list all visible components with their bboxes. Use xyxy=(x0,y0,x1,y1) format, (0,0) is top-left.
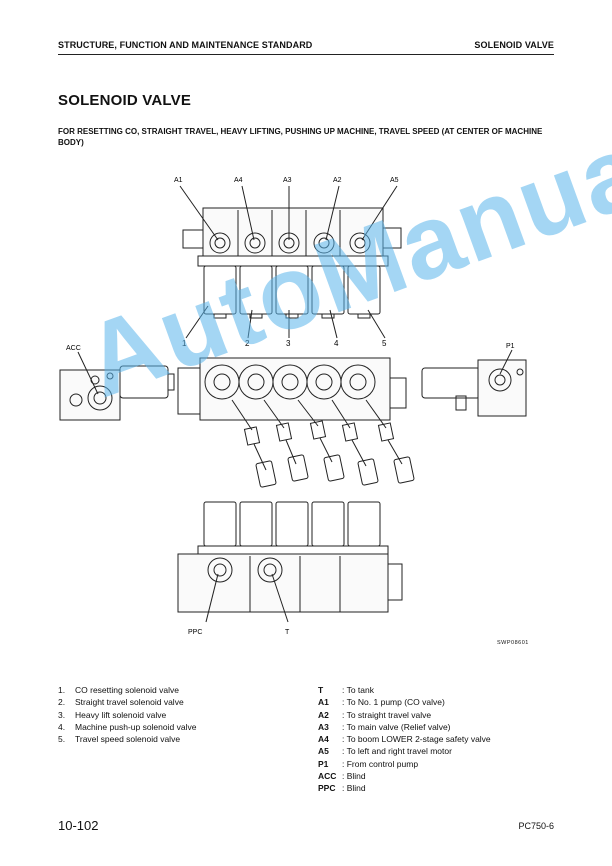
legend-item: 5.Travel speed solenoid valve xyxy=(58,734,181,745)
model-code: PC750-6 xyxy=(518,821,554,831)
page-number: 10-102 xyxy=(58,818,99,833)
port-label-a3: A3 xyxy=(283,177,292,184)
port-legend-item: ACC: Blind xyxy=(318,771,366,782)
header-section-title: STRUCTURE, FUNCTION AND MAINTENANCE STAN… xyxy=(58,40,313,50)
legend-item: 2.Straight travel solenoid valve xyxy=(58,697,184,708)
port-label-a5: A5 xyxy=(390,177,399,184)
port-legend-item: A5: To left and right travel motor xyxy=(318,746,452,757)
valve-number-2: 2 xyxy=(245,339,250,348)
ppc-label: PPC xyxy=(188,629,202,636)
t-label: T xyxy=(285,629,290,636)
valve-number-5: 5 xyxy=(382,339,387,348)
port-legend-item: A4: To boom LOWER 2-stage safety valve xyxy=(318,734,491,745)
port-legend: T: To tank A1: To No. 1 pump (CO valve) … xyxy=(318,684,491,795)
valve-number-4: 4 xyxy=(334,339,339,348)
acc-label: ACC xyxy=(66,345,81,352)
figure-code: SWP08601 xyxy=(497,640,529,646)
valve-number-1: 1 xyxy=(182,339,187,348)
p1-label: P1 xyxy=(506,343,515,350)
page-header: STRUCTURE, FUNCTION AND MAINTENANCE STAN… xyxy=(58,40,554,54)
legend-item: 4.Machine push-up solenoid valve xyxy=(58,721,197,732)
port-legend-item: PPC: Blind xyxy=(318,783,366,794)
port-label-a2: A2 xyxy=(333,177,342,184)
legend-item: 1.CO resetting solenoid valve xyxy=(58,685,179,695)
legend-item: 3.Heavy lift solenoid valve xyxy=(58,709,167,720)
header-divider xyxy=(58,54,554,55)
port-legend-item: T: To tank xyxy=(318,685,374,695)
port-legend-item: A1: To No. 1 pump (CO valve) xyxy=(318,697,445,708)
component-legend: 1.CO resetting solenoid valve 2.Straight… xyxy=(58,684,196,745)
valve-number-3: 3 xyxy=(286,339,291,348)
port-label-a4: A4 xyxy=(234,177,243,184)
port-legend-item: A2: To straight travel valve xyxy=(318,709,432,720)
page-title: SOLENOID VALVE xyxy=(58,92,192,109)
page-subtitle: FOR RESETTING CO, STRAIGHT TRAVEL, HEAVY… xyxy=(58,127,543,147)
header-topic: SOLENOID VALVE xyxy=(474,40,554,50)
port-legend-item: P1: From control pump xyxy=(318,758,419,769)
port-legend-item: A3: To main valve (Relief valve) xyxy=(318,721,451,732)
port-label-a1: A1 xyxy=(174,177,183,184)
